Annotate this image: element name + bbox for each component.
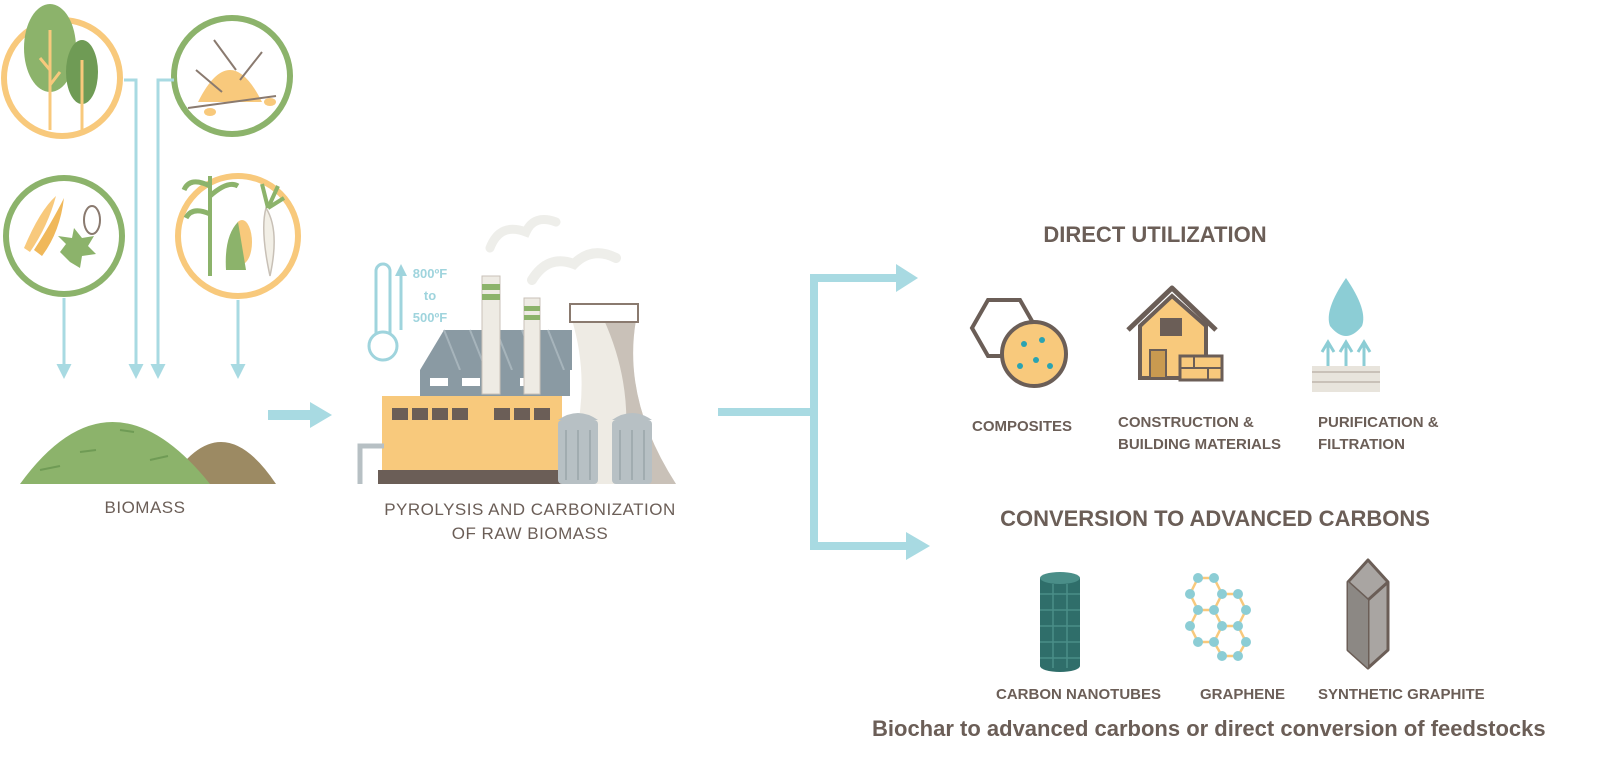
nanotubes-label: CARBON NANOTUBES [996, 686, 1161, 703]
construction-label-line1: CONSTRUCTION & [1118, 414, 1254, 431]
process-label-line2: OF RAW BIOMASS [451, 524, 609, 543]
graphite-crystal-icon [1346, 558, 1390, 670]
construction-label-line2: BUILDING MATERIALS [1118, 436, 1282, 453]
temp-high-label: 800ºF [412, 266, 448, 281]
graphene-icon [1185, 573, 1251, 661]
thermometer-icon [367, 262, 407, 362]
branch-arrows [718, 264, 930, 560]
graphite-label: SYNTHETIC GRAPHITE [1318, 686, 1485, 703]
biomass-mound-icon [20, 422, 276, 484]
nanotube-icon [1040, 572, 1080, 672]
temp-low-label: 500ºF [412, 310, 448, 325]
biomass-label: BIOMASS [104, 498, 186, 517]
graphene-label: GRAPHENE [1200, 686, 1286, 703]
temp-to-label: to [423, 288, 437, 303]
caption: Biochar to advanced carbons or direct co… [872, 716, 1546, 741]
purification-label-line2: FILTRATION [1318, 436, 1405, 453]
composites-label: COMPOSITES [972, 418, 1073, 435]
biomass-feed-arrows [56, 78, 246, 379]
direct-utilization-heading: DIRECT UTILIZATION [1043, 222, 1267, 247]
composites-icon [969, 298, 1068, 388]
factory-icon [357, 215, 676, 484]
purification-label-line1: PURIFICATION & [1318, 414, 1439, 431]
water-drop-icon [1312, 278, 1380, 392]
fruit-waste-icon [3, 175, 125, 297]
house-icon [1126, 285, 1224, 382]
arrow-to-factory [268, 402, 332, 428]
wood-pile-icon [171, 15, 293, 137]
advanced-carbons-heading: CONVERSION TO ADVANCED CARBONS [1000, 506, 1430, 531]
crops-icon [175, 173, 301, 299]
process-label-line1: PYROLYSIS AND CARBONIZATION [384, 500, 676, 519]
trees-icon [1, 4, 123, 139]
